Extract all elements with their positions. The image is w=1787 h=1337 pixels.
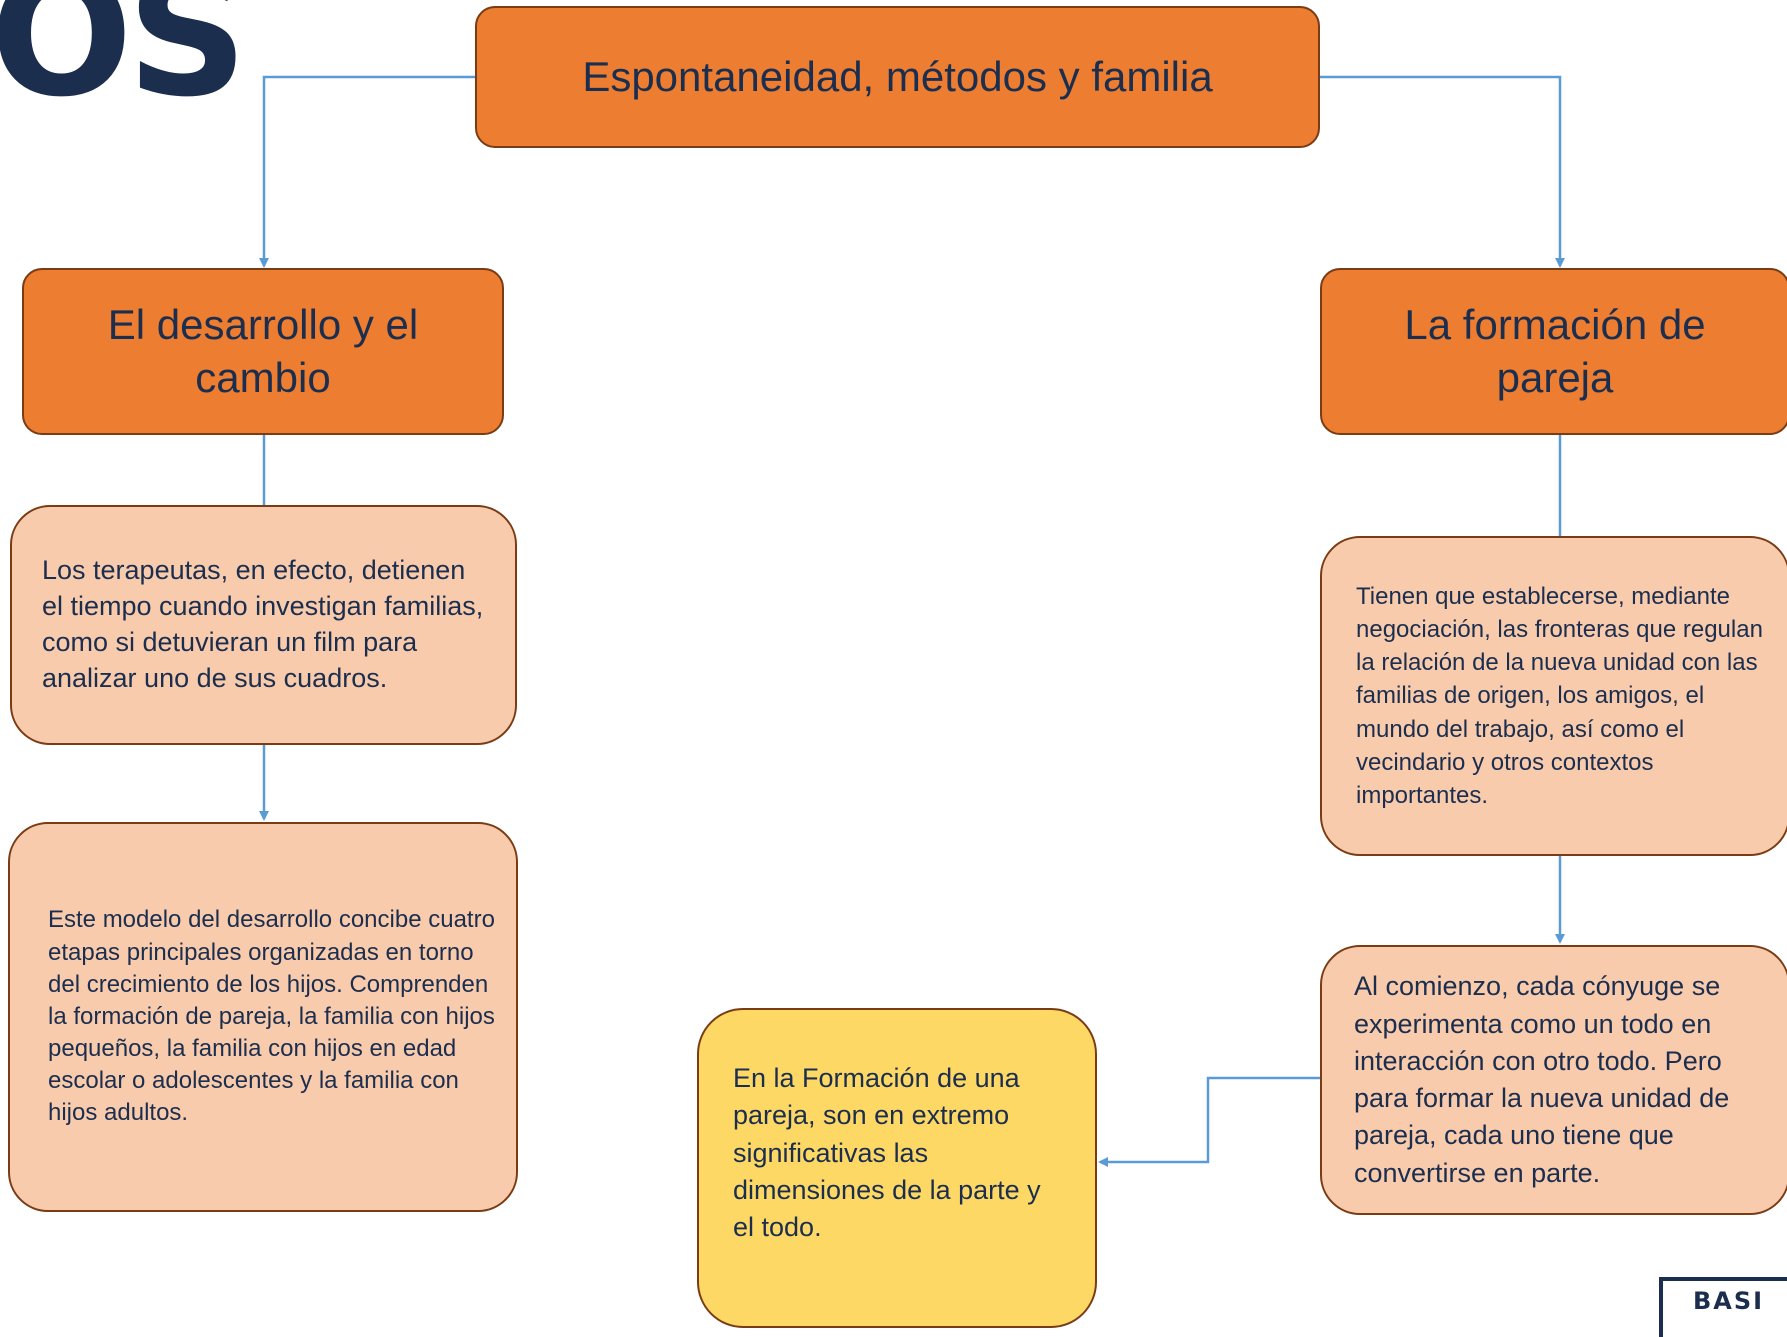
connector-root-to-left	[259, 75, 475, 268]
connector-root-to-right	[1320, 75, 1565, 268]
branch-node-couple-formation: La formación de pareja	[1320, 268, 1787, 435]
detail-node-spouses-text: Al comienzo, cada cónyuge se experimenta…	[1354, 971, 1730, 1188]
brand-logo-fragment: OS	[0, 0, 248, 134]
connector-right-detail-to-note	[1098, 1076, 1320, 1167]
detail-node-therapists-text: Los terapeutas, en efecto, detienen el t…	[42, 555, 484, 693]
root-node: Espontaneidad, métodos y familia	[475, 6, 1320, 148]
branch-node-couple-formation-label: La formación de pareja	[1404, 301, 1706, 401]
detail-node-boundaries: Tienen que establecerse, mediante negoci…	[1320, 536, 1787, 856]
detail-node-boundaries-text: Tienen que establecerse, mediante negoci…	[1356, 583, 1763, 809]
note-node-part-and-whole: En la Formación de una pareja, son en ex…	[697, 1008, 1097, 1328]
detail-node-therapists: Los terapeutas, en efecto, detienen el t…	[10, 505, 517, 745]
detail-node-spouses: Al comienzo, cada cónyuge se experimenta…	[1320, 945, 1787, 1215]
brand-logo-corner: BASI	[1659, 1277, 1787, 1337]
branch-node-development-label: El desarrollo y el cambio	[107, 301, 419, 401]
branch-node-development: El desarrollo y el cambio	[22, 268, 504, 435]
note-node-part-and-whole-text: En la Formación de una pareja, son en ex…	[733, 1063, 1041, 1242]
detail-node-development-model: Este modelo del desarrollo concibe cuatr…	[8, 822, 518, 1212]
detail-node-development-model-text: Este modelo del desarrollo concibe cuatr…	[48, 906, 495, 1127]
root-node-label: Espontaneidad, métodos y familia	[582, 53, 1213, 100]
